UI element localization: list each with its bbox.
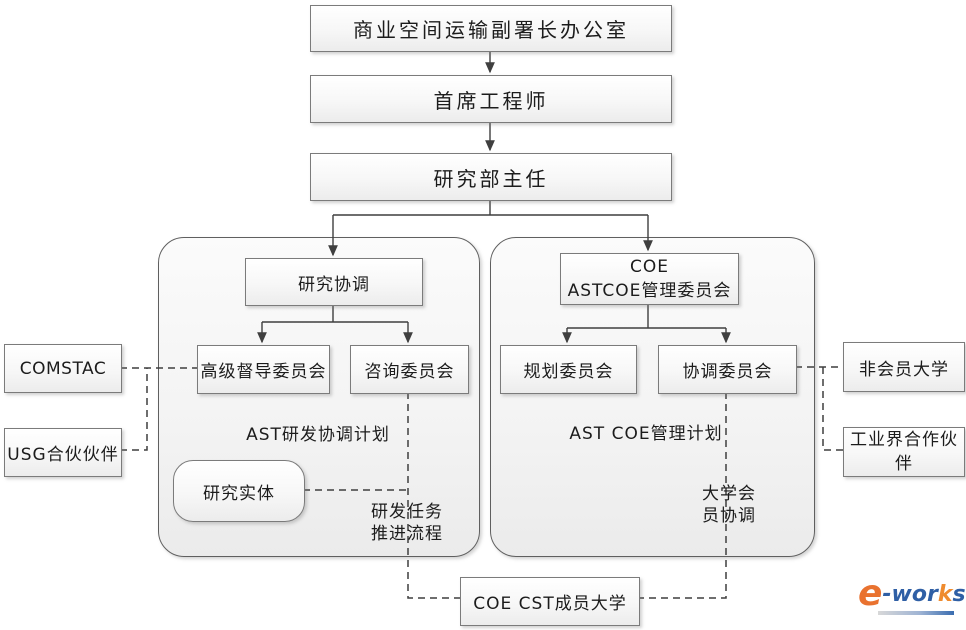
node-advisory-committee: 咨询委员会 [350,345,469,394]
node-planning-committee: 规划委员会 [500,345,637,394]
label-ast-coe-management-plan: AST COE管理计划 [569,424,723,444]
dashed-usg-connector [120,368,148,451]
node-research-entity-label: 研究实体 [203,483,275,504]
label-rd-task-process: 研发任务 推进流程 [366,501,448,545]
label-rd-task-line2: 推进流程 [371,524,443,544]
node-coe-management-committee: COE ASTCOE管理委员会 [560,253,739,305]
node-comstac-label: COMSTAC [19,358,107,379]
label-university-member-coordination: 大学会 员协调 [698,483,760,527]
node-industry-partner-label: 工业界合作伙 伴 [850,428,958,476]
edge-director-trunk [333,199,648,216]
node-industry-partner: 工业界合作伙 伴 [843,427,965,477]
node-coe-title: COE [630,257,669,277]
node-office-label: 商业空间运输副署长办公室 [353,18,629,42]
eworks-logo-underline [878,611,954,615]
eworks-logo-s: s [952,582,966,607]
node-advisory-label: 咨询委员会 [364,362,455,382]
node-senior-steering-label: 高级督导委员会 [200,362,327,382]
node-industry-line2: 伴 [895,454,913,474]
node-coe-cst-label: COE CST成员大学 [473,594,627,614]
node-research-coordination-label: 研究协调 [298,274,370,295]
dashed-industry-connector [822,367,843,451]
node-non-member-universities: 非会员大学 [843,342,965,392]
node-coe-subtitle: ASTCOE管理委员会 [567,281,732,301]
node-usg-partner: USG合伙伙伴 [4,428,122,477]
label-univ-member-line2: 员协调 [702,506,756,526]
label-ast-rd-coordination-plan: AST研发协调计划 [246,425,390,445]
label-rd-task-line1: 研发任务 [371,502,443,522]
node-coordination-committee: 协调委员会 [658,345,797,394]
eworks-logo-wor: -wor [882,582,938,607]
node-office: 商业空间运输副署长办公室 [310,5,672,52]
node-chief-engineer-label: 首席工程师 [433,88,549,113]
node-research-entity: 研究实体 [173,460,305,522]
node-coe-label: COE ASTCOE管理委员会 [568,255,732,303]
node-coe-cst-member-universities: COE CST成员大学 [460,577,640,626]
node-research-coordination: 研究协调 [245,258,423,306]
node-chief-engineer: 首席工程师 [310,75,672,123]
node-industry-line1: 工业界合作伙 [850,430,958,450]
node-comstac: COMSTAC [4,344,122,393]
node-research-director: 研究部主任 [310,153,672,201]
eworks-logo-e-icon: e [858,573,883,614]
node-planning-label: 规划委员会 [523,362,614,382]
node-senior-steering-committee: 高级督导委员会 [197,345,330,394]
node-research-director-label: 研究部主任 [433,166,549,191]
label-univ-member-line1: 大学会 [702,484,756,504]
eworks-logo: e-works [858,573,966,626]
eworks-logo-k: k [937,582,953,607]
node-coordination-label: 协调委员会 [682,362,773,382]
node-usg-partner-label: USG合伙伙伴 [7,445,119,465]
node-non-member-label: 非会员大学 [859,359,949,380]
